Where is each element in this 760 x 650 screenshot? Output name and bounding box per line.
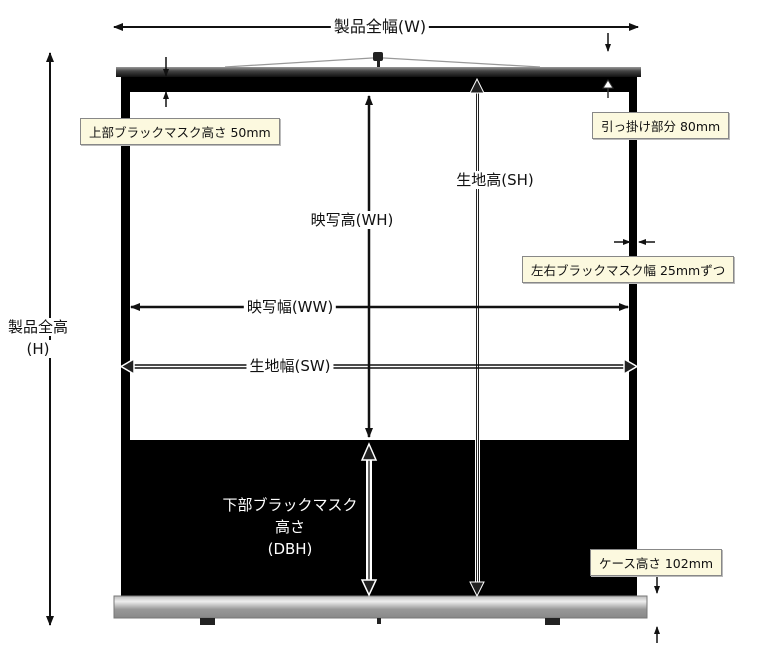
product-height-symbol: (H) bbox=[23, 340, 53, 358]
fabric-width-arrow bbox=[119, 357, 639, 376]
side-mask-callout: 左右ブラックマスク幅 25mmずつ bbox=[522, 256, 735, 283]
bottom-mask-label-1: 下部ブラックマスク bbox=[222, 496, 358, 514]
bottom-case bbox=[113, 595, 648, 619]
view-width-label: 映写幅(WW) bbox=[243, 298, 337, 316]
top-mask-callout: 上部ブラックマスク高さ 50mm bbox=[80, 118, 280, 145]
product-height-label: 製品全高 bbox=[4, 318, 72, 336]
bottom-mask-label-3: (DBH) bbox=[267, 540, 313, 558]
fabric-width-label: 生地幅(SW) bbox=[246, 357, 334, 375]
top-bar bbox=[116, 67, 641, 77]
hook bbox=[373, 52, 383, 61]
bottom-mask-label-2: 高さ bbox=[274, 518, 306, 536]
case-height-callout: ケース高さ 102mm bbox=[590, 549, 723, 576]
product-width-label: 製品全幅(W) bbox=[330, 18, 430, 36]
bottom-mask-height-arrow bbox=[360, 442, 378, 597]
case-foot bbox=[200, 618, 215, 625]
fabric-height-label: 生地高(SH) bbox=[453, 171, 537, 189]
hook-callout: 引っ掛け部分 80mm bbox=[592, 112, 730, 139]
view-height-label: 映写高(WH) bbox=[307, 211, 397, 229]
case-foot bbox=[545, 618, 560, 625]
